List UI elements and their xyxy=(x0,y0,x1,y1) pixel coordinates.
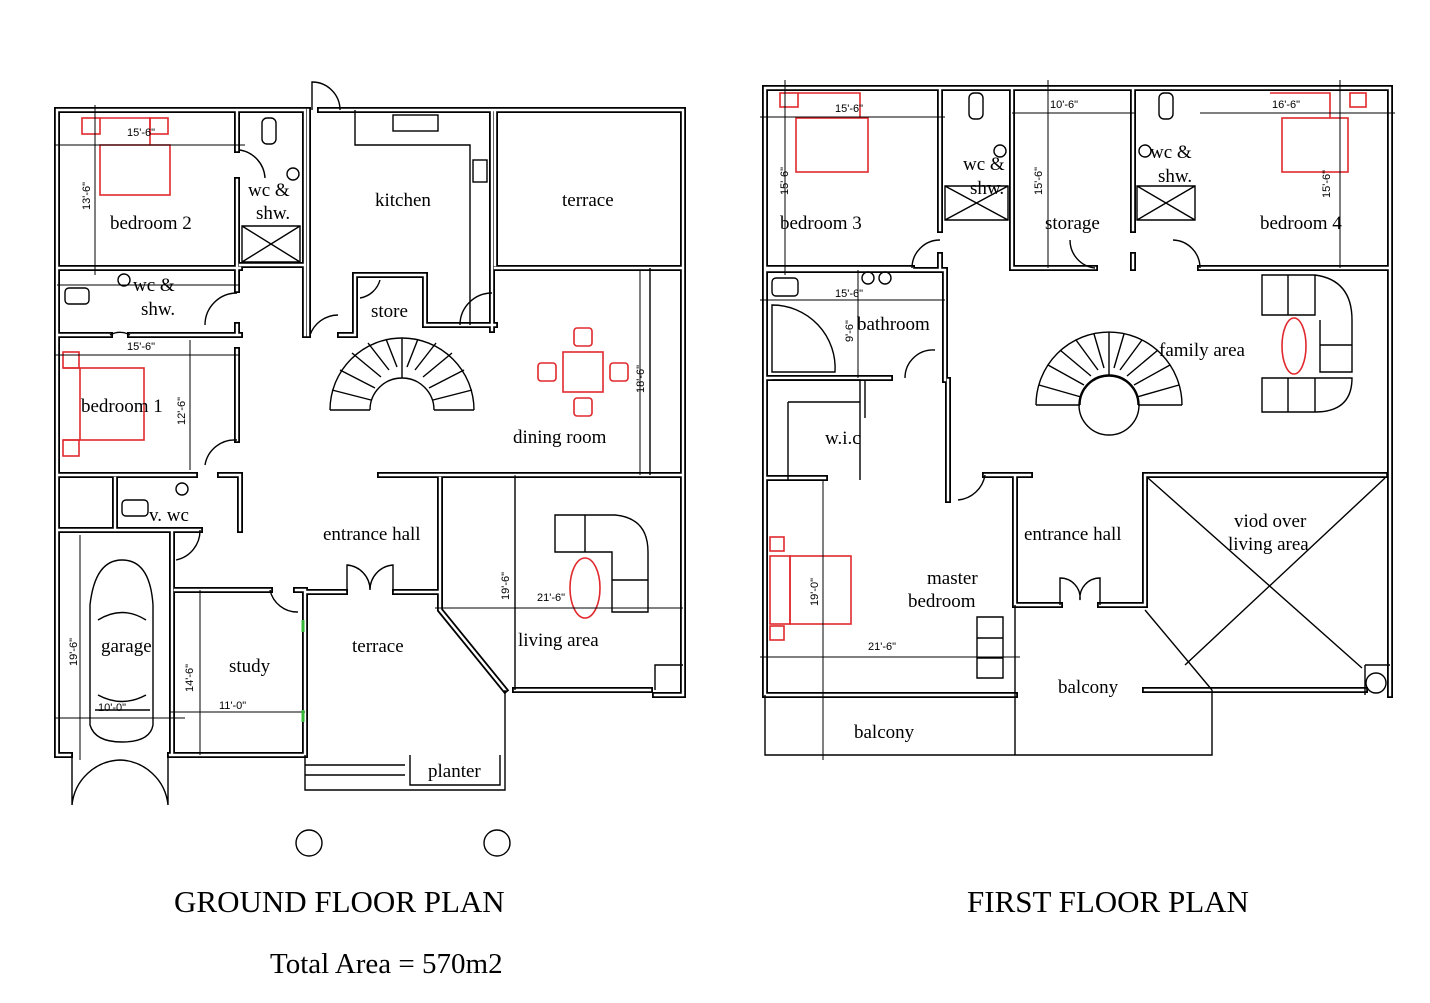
room-label-balcony: balcony xyxy=(854,722,915,743)
room-label-wc: shw. xyxy=(256,203,290,224)
shower-icon xyxy=(241,225,301,263)
room-label-wc: wc & xyxy=(963,154,1005,175)
spiral-staircase-icon xyxy=(329,337,475,411)
room-label-bedroom-3: bedroom 3 xyxy=(780,213,862,234)
dimension-label: 18'-6" xyxy=(635,365,647,393)
room-label-entrance-hall: entrance hall xyxy=(1024,524,1122,545)
ground-floor-title: GROUND FLOOR PLAN xyxy=(174,884,505,919)
room-label-wc: shw. xyxy=(141,299,175,320)
dimension-label: 19'-6" xyxy=(500,572,512,600)
toilet-icon xyxy=(1158,92,1174,120)
column-icon xyxy=(295,829,323,857)
bed-icon xyxy=(1270,92,1367,173)
entry-door-icon xyxy=(311,81,341,111)
room-label-master-bedroom: master xyxy=(927,568,978,589)
room-label-storage: storage xyxy=(1045,213,1100,234)
toilet-icon xyxy=(261,117,277,145)
dimension-label: 15'-6" xyxy=(835,103,863,115)
shower-icon xyxy=(1136,185,1196,221)
room-label-wc: shw. xyxy=(970,178,1004,199)
dimension-label: 10'-0" xyxy=(98,702,126,714)
room-label-living-area: living area xyxy=(518,630,599,651)
ground-floor-plan: bedroom 2 wc & shw. kitchen terrace wc &… xyxy=(55,81,1390,980)
dimension-label: 12'-6" xyxy=(176,397,188,425)
room-label-wc: wc & xyxy=(248,180,290,201)
coffee-table-icon xyxy=(1281,317,1307,375)
sofa-icon xyxy=(1261,274,1353,413)
room-label-visitor-wc: v. wc xyxy=(149,505,189,526)
room-label-dining-room: dining room xyxy=(513,427,607,448)
dimension-label: 15'-6" xyxy=(127,341,155,353)
dimension-label: 19'-6" xyxy=(68,638,80,666)
sink-icon xyxy=(392,114,439,132)
dimension-label: 15'-6" xyxy=(1033,167,1045,195)
dining-table-icon xyxy=(537,327,629,417)
total-area: Total Area = 570m2 xyxy=(270,948,503,980)
room-label-study: study xyxy=(229,656,271,677)
dimension-label: 21'-6" xyxy=(537,592,565,604)
room-label-terrace: terrace xyxy=(562,190,614,211)
toilet-icon xyxy=(771,277,799,297)
room-label-balcony: balcony xyxy=(1058,677,1119,698)
dimension-label: 9'-6" xyxy=(844,320,856,342)
room-label-planter: planter xyxy=(428,761,481,782)
room-label-entrance-hall: entrance hall xyxy=(323,524,421,545)
dimension-label: 13'-6" xyxy=(81,182,93,210)
void-cross xyxy=(1147,477,1386,669)
room-label-wc: shw. xyxy=(1158,166,1192,187)
dimension-label: 10'-6" xyxy=(1050,99,1078,111)
room-label-kitchen: kitchen xyxy=(375,190,431,211)
room-label-void: viod over xyxy=(1234,511,1307,532)
room-label-master-bedroom: bedroom xyxy=(908,591,976,612)
bathtub-icon xyxy=(771,304,836,373)
room-label-garage: garage xyxy=(101,636,152,657)
dimension-label: 14'-6" xyxy=(184,664,196,692)
first-floor-title: FIRST FLOOR PLAN xyxy=(967,884,1249,919)
room-label-walk-in-closet: w.i.c xyxy=(825,428,861,449)
room-label-terrace: terrace xyxy=(352,636,404,657)
sofa-icon xyxy=(976,616,1004,679)
shower-icon xyxy=(944,185,1009,221)
dimension-label: 21'-6" xyxy=(868,641,896,653)
room-label-bedroom-4: bedroom 4 xyxy=(1260,213,1342,234)
sofa-icon xyxy=(554,514,649,613)
room-label-wc: wc & xyxy=(133,275,175,296)
room-label-bedroom-1: bedroom 1 xyxy=(81,396,163,417)
room-label-bathroom: bathroom xyxy=(857,314,930,335)
dimension-label: 15'-6" xyxy=(1321,170,1333,198)
stove-icon xyxy=(472,159,488,183)
spiral-staircase-icon xyxy=(1035,331,1183,436)
bed-icon xyxy=(779,92,869,173)
column-icon xyxy=(483,829,511,857)
dimension-label: 15'-6" xyxy=(835,288,863,300)
room-label-void: living area xyxy=(1228,534,1309,555)
toilet-icon xyxy=(64,287,90,305)
first-floor-plan: bedroom 3 wc & shw. storage wc & shw. be… xyxy=(760,80,1395,919)
dimension-label: 19'-0" xyxy=(809,578,821,606)
toilet-icon xyxy=(121,499,149,517)
room-label-store: store xyxy=(371,301,408,322)
dimension-label: 11'-0" xyxy=(219,700,246,712)
coffee-table-icon xyxy=(569,557,601,619)
toilet-icon xyxy=(968,92,984,120)
room-label-wc: wc & xyxy=(1150,142,1192,163)
dimension-label: 16'-6" xyxy=(1272,99,1300,111)
dimension-label: 15'-6" xyxy=(127,127,155,139)
bed-icon xyxy=(769,536,852,641)
car-icon xyxy=(89,559,154,743)
bed-icon xyxy=(62,351,145,457)
dimension-label: 15'-6" xyxy=(779,167,791,195)
room-label-family-area: family area xyxy=(1159,340,1246,361)
room-label-bedroom-2: bedroom 2 xyxy=(110,213,192,234)
